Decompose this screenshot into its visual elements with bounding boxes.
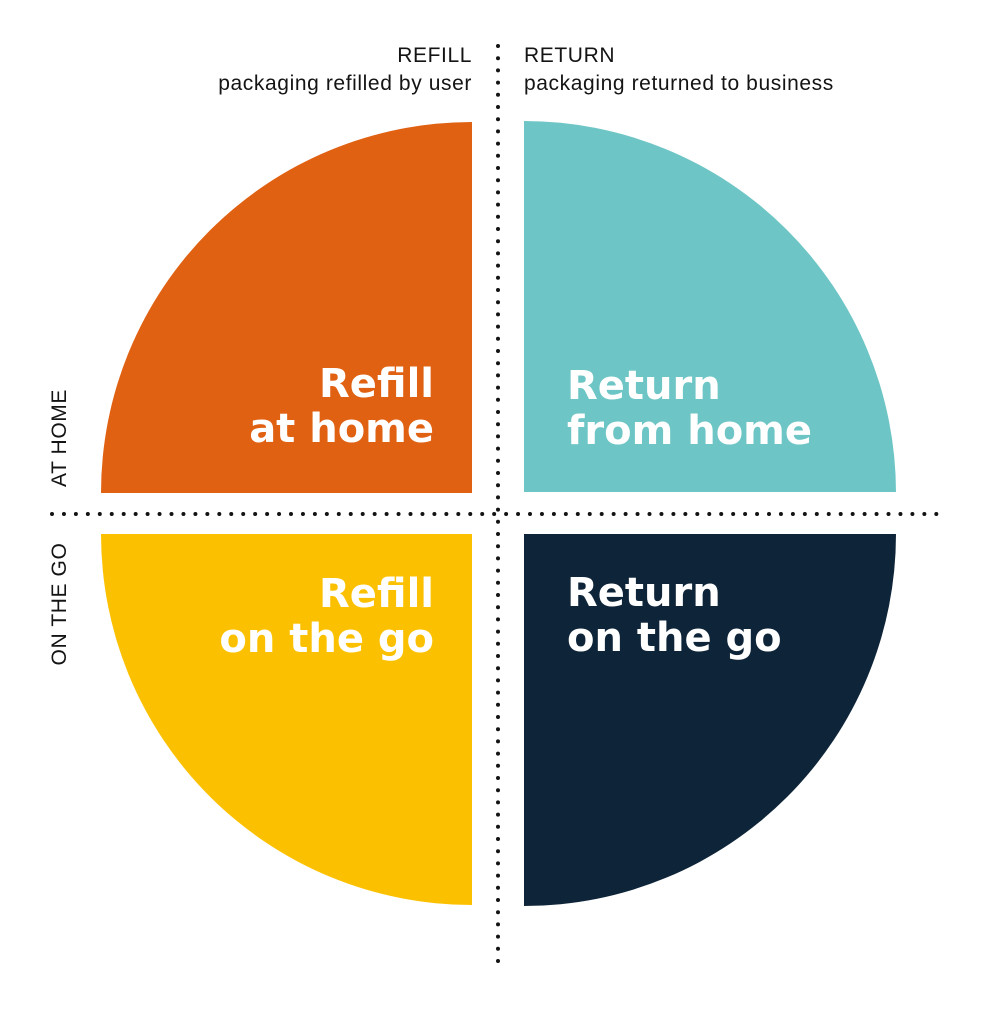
refill-at-home-line1: Refill (319, 361, 434, 407)
return-from-home-label: Return from home (567, 364, 812, 454)
return-on-the-go-line1: Return (567, 570, 721, 616)
on-the-go-row-label: ON THE GO (48, 542, 71, 666)
refill-on-the-go-line1: Refill (319, 571, 434, 617)
return-from-home-line2: from home (567, 408, 812, 454)
quadrant-return-on-the-go (524, 534, 896, 906)
quadrant-refill-at-home (101, 122, 472, 493)
return-from-home-line1: Return (567, 363, 721, 409)
refill-at-home-line2: at home (249, 406, 434, 452)
refill-at-home-label: Refill at home (249, 362, 434, 452)
return-on-the-go-label: Return on the go (567, 571, 782, 661)
return-header-subtitle: packaging returned to business (524, 72, 834, 95)
refill-on-the-go-line2: on the go (219, 616, 434, 662)
return-column-header: RETURN packaging returned to business (524, 42, 834, 98)
refill-on-the-go-label: Refill on the go (219, 572, 434, 662)
return-header-title: RETURN (524, 44, 616, 67)
quadrant-return-from-home (524, 121, 896, 492)
refill-header-title: REFILL (397, 44, 472, 67)
refill-column-header: REFILL packaging refilled by user (218, 42, 472, 98)
refill-header-subtitle: packaging refilled by user (218, 72, 472, 95)
at-home-row-label: AT HOME (48, 389, 71, 487)
return-on-the-go-line2: on the go (567, 615, 782, 661)
quadrant-refill-on-the-go (101, 534, 472, 905)
